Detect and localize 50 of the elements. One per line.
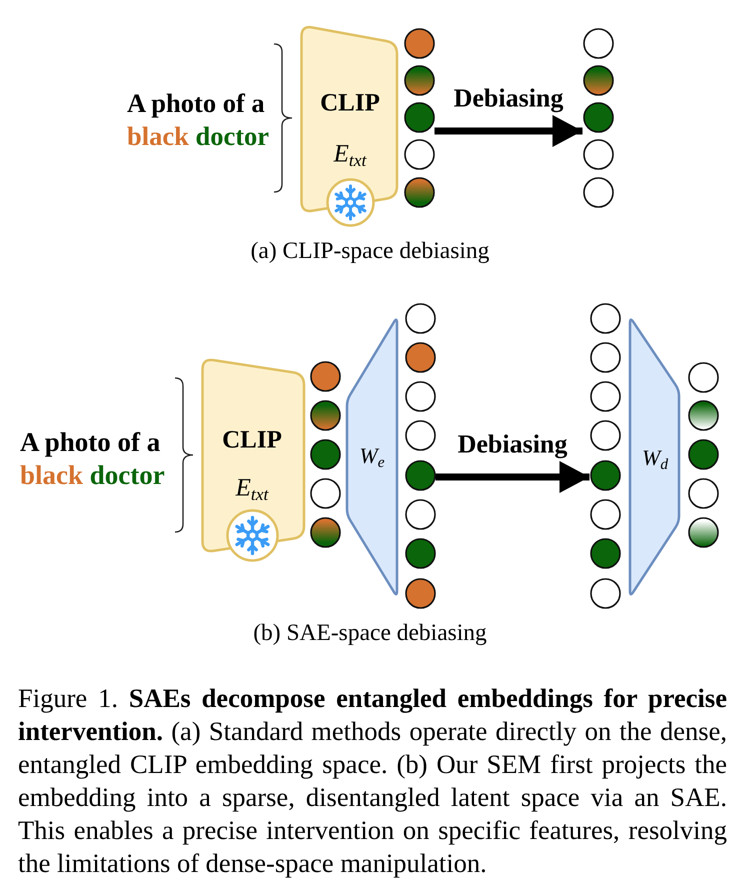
arrow (436, 461, 590, 493)
feature-circle (582, 102, 614, 133)
math-symbol: E$_{txt}$ (236, 474, 268, 502)
feature-circle (590, 420, 620, 452)
feature-circle (404, 176, 434, 208)
feature-circle (404, 538, 436, 570)
model-name: CLIP (222, 426, 282, 454)
math-symbol: W$_{e}$ (359, 444, 385, 468)
figure-caption: Figure 1. SAEs decompose entangled embeddings for precise intervention. (a) Standard methods operate directly on the dense, entangled CLIP embedding space. (b) Our SEM first projects the embedding into a sparse, disentangled latent space via an SAE. This enables a precise intervention on specific features, resolving the limitations of dense-space manipulation. (18, 682, 727, 880)
feature-circle (582, 28, 614, 58)
feature-circle (404, 139, 434, 170)
feature-circle (404, 381, 436, 412)
feature-circle (404, 64, 434, 96)
feature-circle (404, 102, 434, 133)
model-name: CLIP (320, 89, 380, 117)
feature-circle (404, 28, 434, 58)
feature-circle (310, 517, 340, 548)
prompt-text: A photo of a black doctor (20, 426, 166, 492)
feature-circle (582, 139, 614, 170)
feature-circle (582, 176, 614, 208)
math-symbol: W$_{d}$ (642, 446, 668, 470)
feature-circle (404, 420, 436, 452)
feature-circle (404, 499, 436, 530)
feature-circle (404, 302, 436, 334)
feature-circle (310, 400, 340, 431)
edge-label: Debiasing (454, 84, 564, 114)
feature-circle (310, 438, 340, 470)
feature-circle (590, 578, 620, 609)
feature-circle (582, 64, 614, 96)
feature-circle (590, 538, 620, 570)
feature-circle (404, 342, 436, 373)
feature-circle (688, 478, 718, 509)
feature-circle (590, 342, 620, 373)
feature-circle (404, 460, 436, 491)
feature-circle (590, 460, 620, 491)
prompt-text: A photo of a black doctor (127, 86, 270, 152)
feature-circle (688, 516, 718, 548)
feature-circle (404, 578, 436, 609)
math-symbol: E$_{txt}$ (334, 140, 366, 168)
feature-circle (310, 360, 340, 392)
feature-circle (590, 302, 620, 334)
feature-circle (688, 362, 718, 392)
feature-circle (688, 400, 718, 432)
feature-circle (310, 478, 340, 510)
feature-circle (590, 381, 620, 412)
subfigure-caption: (b) SAE-space debiasing (253, 621, 487, 647)
feature-circle (590, 499, 620, 530)
edge-label: Debiasing (458, 430, 568, 460)
feature-circle (688, 439, 718, 470)
subfigure-caption: (a) CLIP-space debiasing (250, 239, 490, 265)
